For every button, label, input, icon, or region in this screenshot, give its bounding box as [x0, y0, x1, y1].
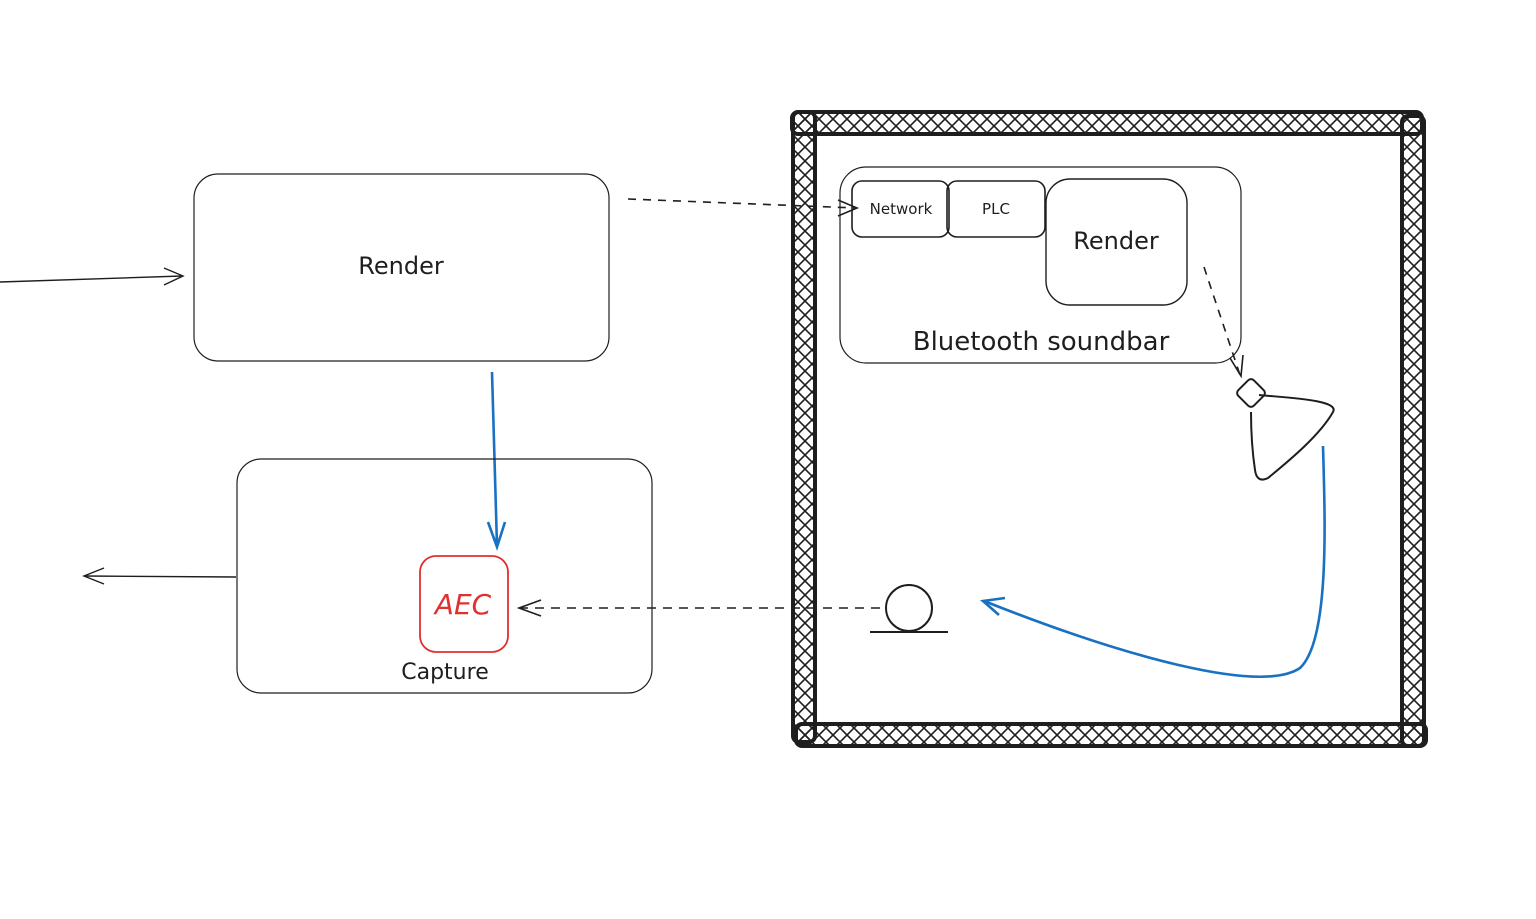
output-arrow: [82, 567, 237, 585]
speaker-to-mic-arrow: [979, 445, 1326, 678]
aec-label: AEC: [433, 588, 492, 621]
soundbar-label: Bluetooth soundbar: [913, 327, 1170, 357]
render-main-box[interactable]: Render: [193, 173, 610, 362]
capture-label: Capture: [401, 660, 488, 685]
soundbar-render-label: Render: [1073, 227, 1159, 255]
render-to-speaker-arrow: [1203, 266, 1244, 379]
aec-box[interactable]: AEC: [419, 555, 509, 653]
mic-to-aec-arrow: [516, 599, 880, 617]
capture-box[interactable]: Capture: [236, 458, 653, 694]
network-box[interactable]: Network: [851, 180, 950, 238]
network-label: Network: [870, 200, 933, 218]
microphone-icon: [870, 584, 948, 633]
speaker-icon: [1236, 378, 1335, 481]
plc-box[interactable]: PLC: [946, 180, 1046, 238]
input-arrow: [0, 267, 185, 286]
room-walls: [790, 110, 1428, 748]
render-to-network-arrow: [627, 198, 860, 217]
soundbar-box[interactable]: Bluetooth soundbar: [839, 166, 1242, 364]
plc-label: PLC: [982, 200, 1010, 218]
soundbar-render-box[interactable]: Render: [1045, 178, 1188, 306]
render-main-label: Render: [358, 252, 444, 280]
